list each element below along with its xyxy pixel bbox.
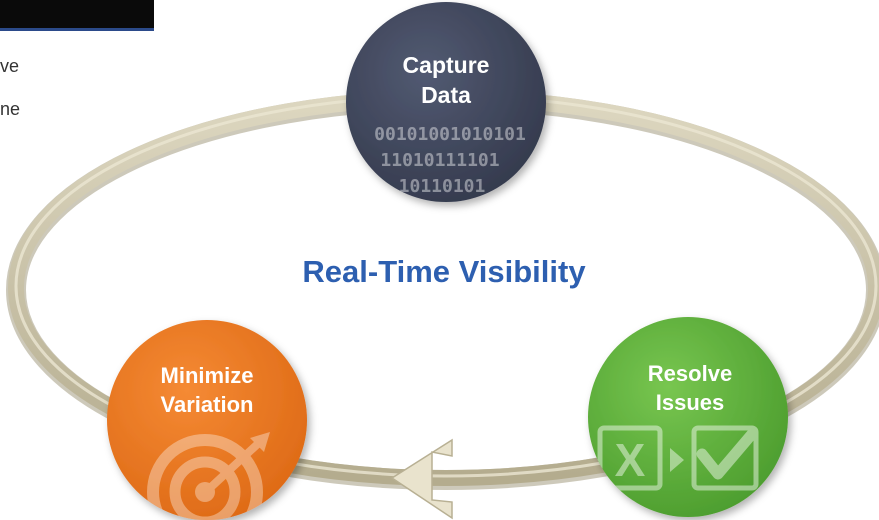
side-text-line-2: ne bbox=[0, 99, 21, 119]
checkmark-icon bbox=[691, 425, 759, 491]
spreadsheet-x-icon: X bbox=[597, 425, 663, 491]
target-arrow-icon bbox=[147, 432, 270, 520]
capture-label-line-1: Capture bbox=[403, 52, 490, 78]
minimize-variation-node bbox=[107, 320, 307, 520]
arrow-right-icon bbox=[670, 448, 684, 472]
minimize-label-line-2: Variation bbox=[161, 392, 254, 417]
resolve-label-line-1: Resolve bbox=[648, 361, 732, 386]
resolve-issues-node bbox=[588, 317, 788, 517]
svg-text:X: X bbox=[615, 434, 646, 486]
center-title: Real-Time Visibility bbox=[302, 254, 586, 289]
resolve-label-line-2: Issues bbox=[656, 390, 725, 415]
minimize-label-line-1: Minimize bbox=[161, 363, 254, 388]
binary-row-3: 10110101 bbox=[399, 176, 486, 197]
cycle-arrow-icon bbox=[390, 438, 453, 520]
binary-row-2: 11010111101 bbox=[380, 150, 499, 171]
capture-data-node bbox=[346, 2, 546, 202]
binary-row-1: 00101001010101 bbox=[374, 124, 526, 145]
capture-label-line-2: Data bbox=[421, 82, 471, 108]
header-bar bbox=[0, 0, 154, 31]
side-text-line-1: ve bbox=[0, 56, 20, 76]
